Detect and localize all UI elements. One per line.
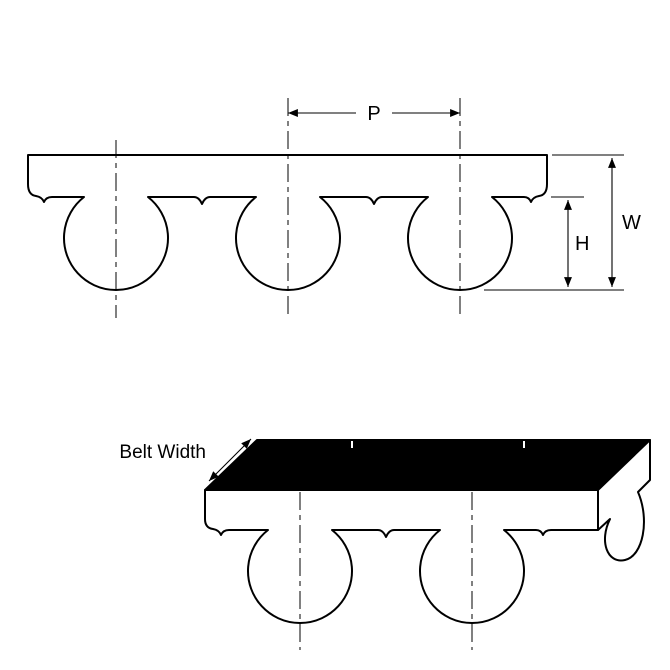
belt-front-profile (204, 489, 599, 624)
belt-end-face (597, 439, 651, 562)
belt-width-dimension: Belt Width (119, 438, 252, 482)
belt-width-arrow (208, 438, 252, 482)
width-dimension: W (484, 154, 641, 291)
belt-profile-view (27, 98, 548, 318)
belt-width-label: Belt Width (119, 442, 206, 463)
belt-top-surface (204, 439, 651, 491)
height-dimension: H (551, 196, 589, 287)
belt-isometric-view (204, 439, 651, 650)
pitch-dimension: P (288, 103, 460, 125)
width-label: W (622, 212, 641, 234)
height-label: H (575, 233, 589, 255)
pitch-label: P (367, 103, 380, 125)
